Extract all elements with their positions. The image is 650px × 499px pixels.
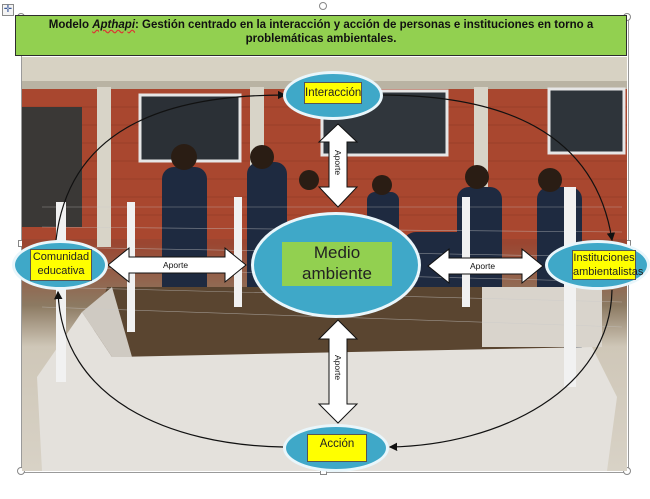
title-line2: problemáticas ambientales. xyxy=(245,33,397,45)
arrow-right-label: Aporte xyxy=(470,261,495,271)
arrow-bottom-label: Aporte xyxy=(333,355,343,380)
right-line2: ambientalistas xyxy=(573,266,644,278)
arrow-top-label: Aporte xyxy=(333,150,343,175)
left-line1: Comunidad xyxy=(32,251,90,263)
title-prefix: Modelo xyxy=(48,19,93,31)
resize-handle-top[interactable] xyxy=(319,2,327,10)
center-line1: Medio xyxy=(313,243,361,262)
arrow-left-label: Aporte xyxy=(163,260,188,270)
resize-handle-bottom-left[interactable] xyxy=(17,467,25,475)
move-handle-icon[interactable]: ✛ xyxy=(2,4,14,16)
node-instituciones: Instituciones ambientalistas xyxy=(545,240,650,290)
right-line1: Instituciones xyxy=(573,252,635,264)
node-medio-ambiente: Medio ambiente xyxy=(251,212,421,318)
title-italic-word: Apthapi xyxy=(92,19,136,31)
connector-right-bottom xyxy=(388,289,613,452)
node-comunidad-label: Comunidad educativa xyxy=(30,249,92,281)
node-interaccion-label: Interacción xyxy=(304,82,362,104)
node-accion-label: Acción xyxy=(307,434,367,462)
node-medio-ambiente-label: Medio ambiente xyxy=(282,242,392,286)
arrow-left xyxy=(107,246,247,284)
node-instituciones-label: Instituciones ambientalistas xyxy=(572,250,643,280)
arrow-right xyxy=(427,247,544,285)
connector-top-right xyxy=(379,94,616,242)
arrow-bottom xyxy=(317,319,359,424)
arrow-top xyxy=(317,123,359,208)
node-interaccion: Interacción xyxy=(283,71,383,120)
connector-bottom-left xyxy=(54,290,284,448)
node-accion: Acción xyxy=(283,424,389,472)
diagram-title: Modelo Apthapi: Gestión centrado en la i… xyxy=(15,15,627,56)
connector-left-top xyxy=(55,90,287,241)
resize-handle-bottom-right[interactable] xyxy=(623,467,631,475)
center-line2: ambiente xyxy=(302,264,372,283)
title-line1: : Gestión centrado en la interacción y a… xyxy=(135,19,594,31)
left-line2: educativa xyxy=(37,265,85,277)
node-comunidad-educativa: Comunidad educativa xyxy=(12,240,108,290)
